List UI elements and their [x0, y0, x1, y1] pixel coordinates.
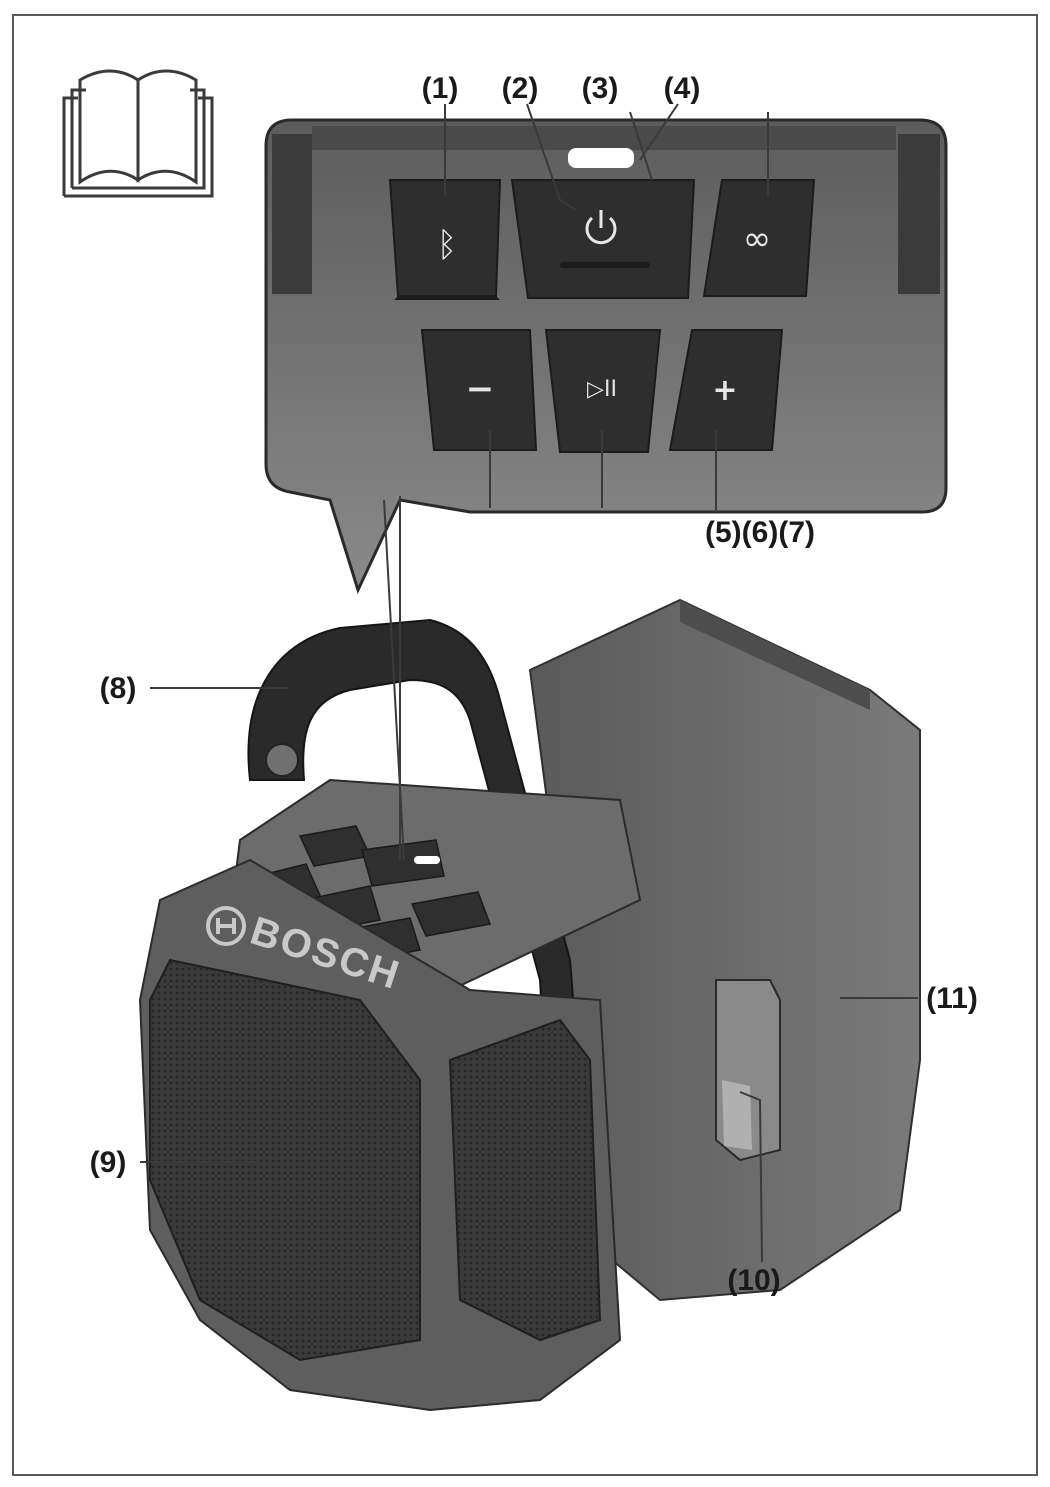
speaker-illustration: BOSCH — [138, 598, 921, 1412]
open-book-icon — [62, 69, 214, 198]
callout-8: (8) — [100, 672, 137, 705]
bluetooth-icon: ᛒ — [437, 225, 457, 265]
bluetooth-button[interactable]: ᛒ — [388, 179, 502, 300]
callout-5-6-7: (5)(6)(7) — [705, 516, 815, 549]
power-button[interactable] — [510, 179, 696, 299]
loop-mode-button[interactable]: ∞ — [702, 179, 816, 297]
bosch-armature-icon — [206, 906, 246, 946]
callout-1: (1) — [422, 72, 459, 105]
power-icon — [585, 210, 617, 245]
callout-10: (10) — [727, 1264, 780, 1297]
figure-frame — [12, 14, 1038, 1476]
callout-9: (9) — [90, 1146, 127, 1179]
volume-up-button[interactable]: + — [668, 329, 784, 451]
callout-2: (2) — [502, 72, 539, 105]
play-pause-button[interactable]: ▷II — [544, 329, 662, 453]
speaker-grille — [149, 958, 421, 1362]
plus-icon: + — [712, 373, 737, 408]
play-pause-icon: ▷II — [587, 377, 617, 402]
control-panel-inset: ᛒ ∞ − ▷II + — [264, 118, 948, 595]
infinity-icon: ∞ — [743, 219, 771, 259]
volume-down-button[interactable]: − — [420, 329, 538, 451]
minus-icon: − — [466, 369, 495, 409]
callout-11: (11) — [926, 982, 978, 1015]
callout-3: (3) — [582, 72, 619, 105]
leader-lines — [140, 103, 918, 1263]
status-indicator-light — [568, 148, 634, 168]
callout-4: (4) — [664, 72, 701, 105]
